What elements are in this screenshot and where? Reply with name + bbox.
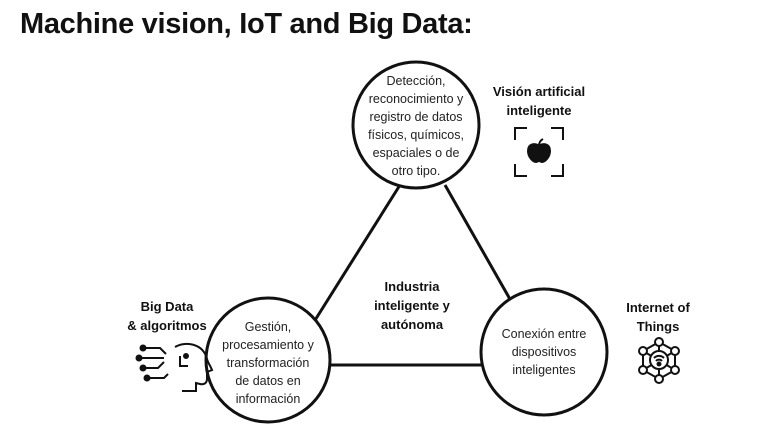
node-right-line: Conexión entre xyxy=(501,327,587,341)
node-left-line: transformación xyxy=(226,356,310,370)
node-top-line: reconocimiento y xyxy=(368,92,464,106)
center-label-line: inteligente y xyxy=(374,298,450,313)
node-right-line: inteligentes xyxy=(512,363,576,377)
node-right-line: dispositivos xyxy=(511,345,577,359)
iot-network-icon xyxy=(638,337,680,384)
label-iot-line: Things xyxy=(636,319,680,334)
node-left-line: de datos en xyxy=(235,374,301,388)
label-vision-line: inteligente xyxy=(506,103,572,118)
node-top-line: otro tipo. xyxy=(391,164,441,178)
node-left-text: Gestión, procesamiento y transformación … xyxy=(208,318,328,408)
node-top-line: físicos, químicos, xyxy=(368,128,464,142)
label-iot: Internet of Things xyxy=(603,298,713,336)
node-left-line: información xyxy=(235,392,301,406)
node-left-circle xyxy=(204,296,332,424)
edge-top-left xyxy=(310,184,402,326)
center-label-line: autónoma xyxy=(380,317,444,332)
node-top-line: espaciales o de xyxy=(372,146,460,160)
node-right-circle xyxy=(479,287,609,417)
page-title: Machine vision, IoT and Big Data: xyxy=(20,8,473,40)
label-bigdata: Big Data & algoritmos xyxy=(112,297,222,335)
center-label: Industria inteligente y autónoma xyxy=(352,277,472,334)
label-bigdata-line: & algoritmos xyxy=(127,318,207,333)
apple-scan-icon xyxy=(514,127,564,177)
node-top-line: Detección, xyxy=(386,74,446,88)
label-vision: Visión artificial inteligente xyxy=(479,82,599,120)
node-top-text: Detección, reconocimiento y registro de … xyxy=(356,72,476,180)
label-iot-line: Internet of xyxy=(626,300,690,315)
node-right-text: Conexión entre dispositivos inteligentes xyxy=(484,325,604,379)
node-left-line: Gestión, xyxy=(244,320,292,334)
label-vision-line: Visión artificial xyxy=(492,84,586,99)
label-bigdata-line: Big Data xyxy=(140,299,194,314)
node-left-line: procesamiento y xyxy=(222,338,314,352)
node-top-circle xyxy=(351,60,481,190)
node-top-line: registro de datos xyxy=(369,110,463,124)
ai-head-circuit-icon xyxy=(135,342,214,392)
center-label-line: Industria xyxy=(384,279,440,294)
edge-top-right xyxy=(443,184,517,309)
